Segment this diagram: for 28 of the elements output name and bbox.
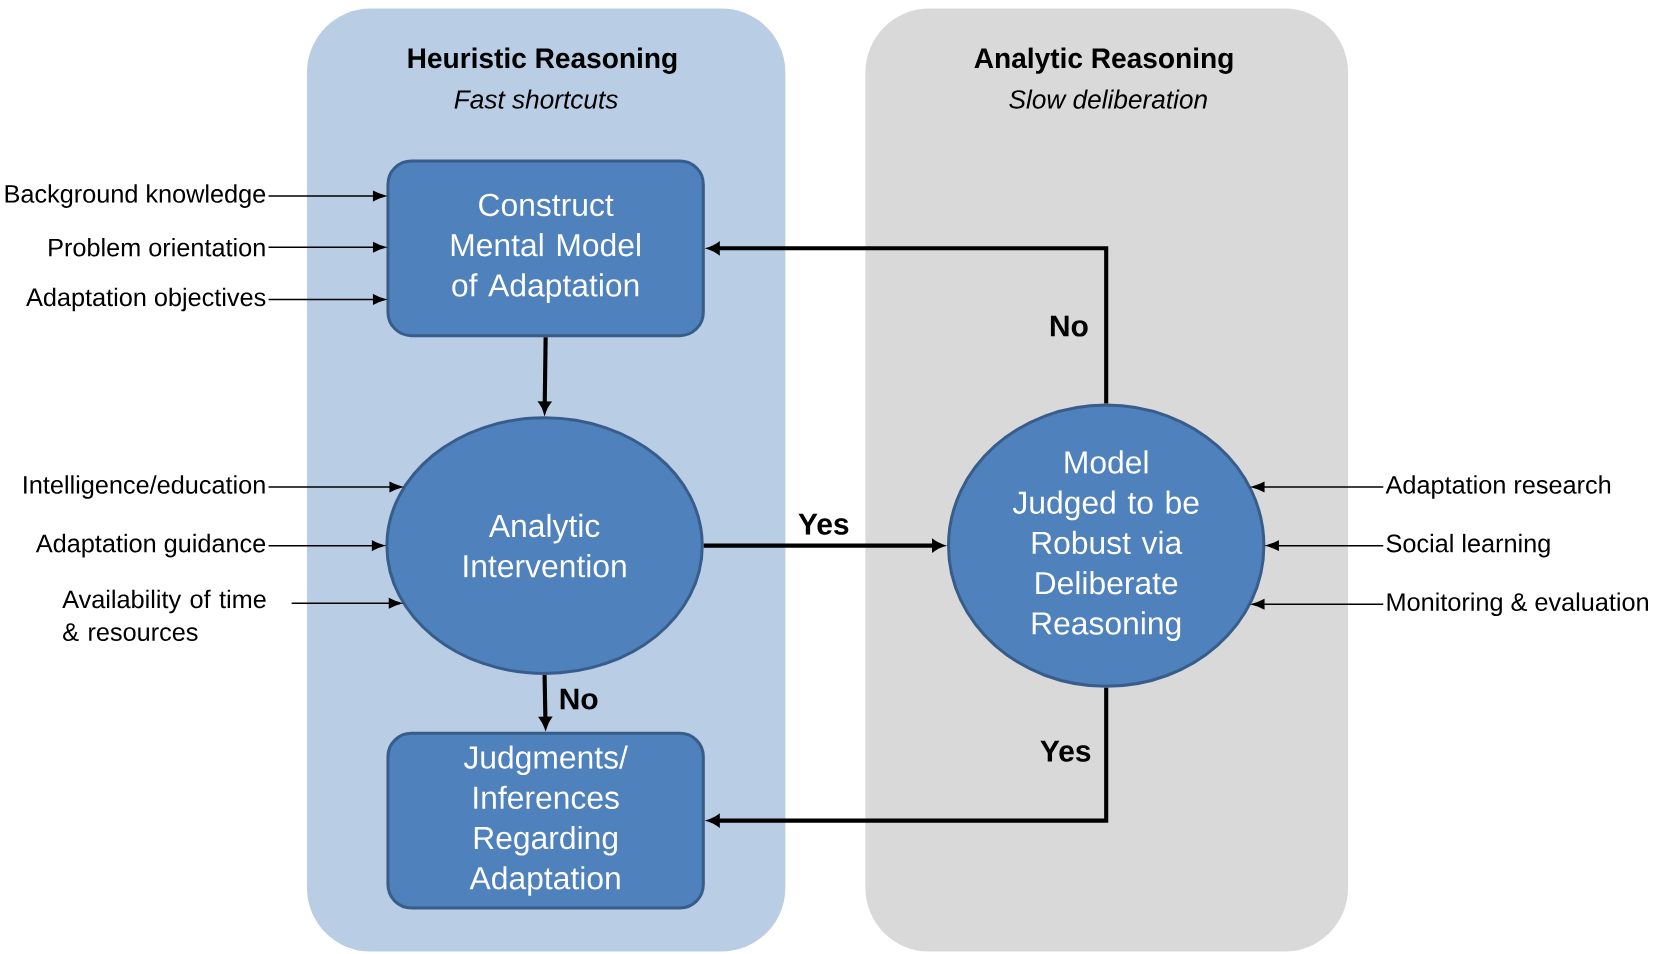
arrow (290, 598, 402, 609)
arrow (267, 540, 385, 551)
arrow (539, 675, 552, 729)
lane-subtitle: Slow deliberation (1009, 89, 1207, 109)
factor-label: Intelligence/education (24, 475, 265, 499)
lane-subtitle: Fast shortcuts (454, 89, 618, 109)
process-box: Construct Mental Model of Adaptation (386, 159, 705, 338)
factor-label: Problem orientation (49, 238, 265, 257)
arrow (267, 242, 386, 253)
edge-label: No (560, 688, 598, 710)
arrow (538, 337, 551, 414)
arrow (1251, 482, 1385, 493)
arrow (267, 191, 386, 202)
factor-label: Adaptation research (1385, 475, 1611, 499)
factor-label: Adaptation guidance (35, 533, 266, 558)
arrow (1251, 599, 1385, 610)
factor-label: Adaptation objectives (26, 287, 266, 312)
process-box: Judgments/ Inferences Regarding Adaptation (386, 731, 705, 910)
factor-label: Background knowledge (5, 184, 266, 208)
arrow (267, 482, 403, 493)
arrow (267, 294, 386, 305)
factor-label: Monitoring & evaluation (1387, 592, 1648, 617)
factor-label: Availability of time & resources (62, 589, 266, 642)
lane-title: Heuristic Reasoning (408, 47, 677, 74)
edge-label: Yes (798, 513, 849, 535)
factor-label: Social learning (1386, 533, 1550, 558)
lane-title: Analytic Reasoning (974, 47, 1233, 74)
arrow (1266, 540, 1385, 551)
